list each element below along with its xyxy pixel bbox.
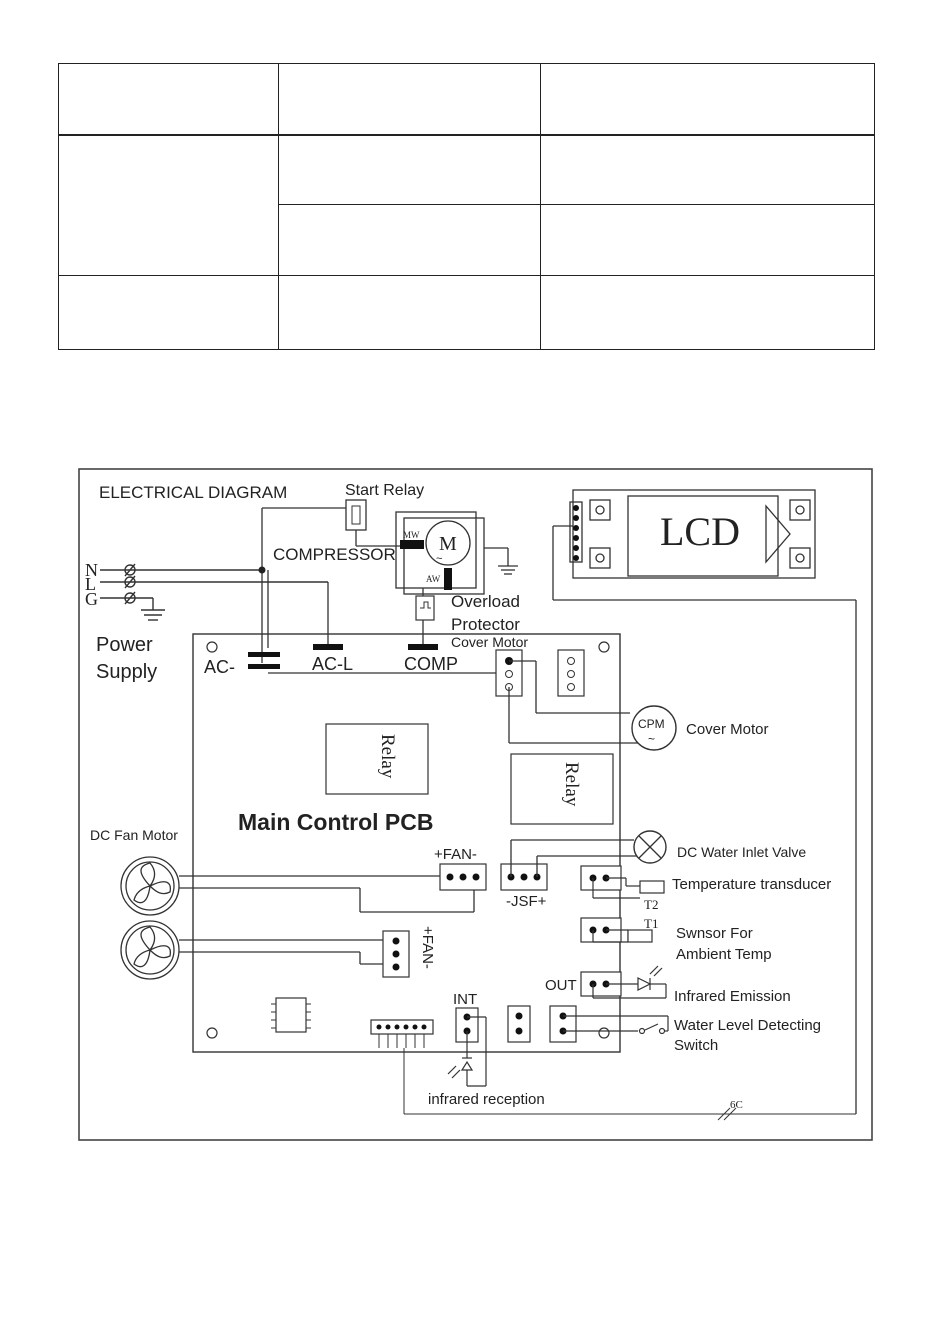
int-label: INT <box>453 991 477 1008</box>
compressor <box>355 511 518 595</box>
out-label: OUT <box>545 977 577 994</box>
compressor-motor-symbol: M <box>439 533 457 555</box>
table-cell <box>278 62 541 136</box>
svg-text:~: ~ <box>436 553 442 565</box>
dc-fan-motor-2 <box>120 920 180 980</box>
start-relay <box>345 499 367 531</box>
electrical-diagram: ELECTRICAL DIAGRAM N L G Power Supply St… <box>78 468 873 1141</box>
overload-label: Overload <box>451 592 520 611</box>
ambient-sensor-label: Swnsor For <box>676 925 753 942</box>
svg-text:~: ~ <box>648 732 655 746</box>
overload-protector <box>415 595 435 621</box>
compressor-label: COMPRESSOR <box>273 545 396 564</box>
table-cell <box>58 62 279 136</box>
terminal-l-label: L <box>85 574 96 594</box>
water-inlet-label: DC Water Inlet Valve <box>677 844 806 860</box>
terminal-n-label: N <box>85 560 98 580</box>
temp-transducer-label: Temperature transducer <box>672 876 831 893</box>
infrared-reception-label: infrared reception <box>428 1091 545 1108</box>
water-level-connector <box>549 1005 577 1043</box>
ac-l-label: AC-L <box>312 654 353 674</box>
pcb-title: Main Control PCB <box>238 809 434 835</box>
mw-label: MW <box>403 530 420 540</box>
ic-chip <box>275 997 307 1033</box>
relay-1 <box>325 723 429 795</box>
cover-motor-top-label: Cover Motor <box>451 634 528 650</box>
t1-sensor <box>627 929 653 943</box>
fan-side-label: +FAN- <box>419 926 436 969</box>
table-cell <box>278 204 541 276</box>
lcd-label: LCD <box>660 509 740 554</box>
table-cell <box>278 274 541 351</box>
diagram-title: ELECTRICAL DIAGRAM <box>99 483 287 502</box>
lcd-ribbon-connector <box>370 1019 434 1035</box>
table-cell <box>540 62 875 136</box>
relay-2 <box>510 753 614 825</box>
infrared-emission-label: Infrared Emission <box>674 988 791 1005</box>
table-header-row <box>58 62 875 136</box>
table-row <box>58 134 875 276</box>
junction-dot <box>258 566 266 574</box>
water-level-label: Water Level Detecting <box>674 1017 821 1034</box>
table-cell <box>540 134 875 206</box>
power-supply <box>100 563 328 621</box>
cover-motor-label: Cover Motor <box>686 721 769 738</box>
ambient-sensor-label: Ambient Temp <box>676 946 772 963</box>
spare-2pin-connector <box>507 1005 531 1043</box>
dc-fan-motor-1 <box>120 856 180 916</box>
table-cell <box>278 134 541 206</box>
table-cell <box>540 274 875 351</box>
wire-6c-label: 6C <box>730 1099 743 1111</box>
power-supply-label: Power <box>96 634 153 656</box>
water-level-label: Switch <box>674 1037 718 1054</box>
cpm-label: CPM <box>638 717 665 731</box>
overload-label: Protector <box>451 615 520 634</box>
t2-sensor <box>639 880 665 894</box>
comp-label: COMP <box>404 654 458 674</box>
table-cell <box>58 274 279 351</box>
relay-2-label: Relay <box>561 762 582 807</box>
jsf-label: -JSF+ <box>506 893 547 910</box>
spare-connector <box>557 649 585 697</box>
table-cell <box>540 204 875 276</box>
dc-fan-motor-label: DC Fan Motor <box>90 827 178 843</box>
power-supply-label: Supply <box>96 661 157 683</box>
fan-top-label: +FAN- <box>434 846 477 863</box>
main-control-pcb <box>192 633 621 1053</box>
t2-label: T2 <box>644 897 658 912</box>
relay-1-label: Relay <box>377 734 398 779</box>
table-row <box>58 274 875 351</box>
t1-label: T1 <box>644 916 658 931</box>
start-relay-label: Start Relay <box>345 482 424 499</box>
ac-n-label: AC- <box>204 657 235 677</box>
aw-label: AW <box>426 574 441 584</box>
lcd-module <box>552 489 857 1114</box>
cover-motor-cpm <box>631 705 677 751</box>
terminal-g-label: G <box>85 589 98 609</box>
table-cell <box>58 134 279 276</box>
spec-table <box>58 62 875 351</box>
